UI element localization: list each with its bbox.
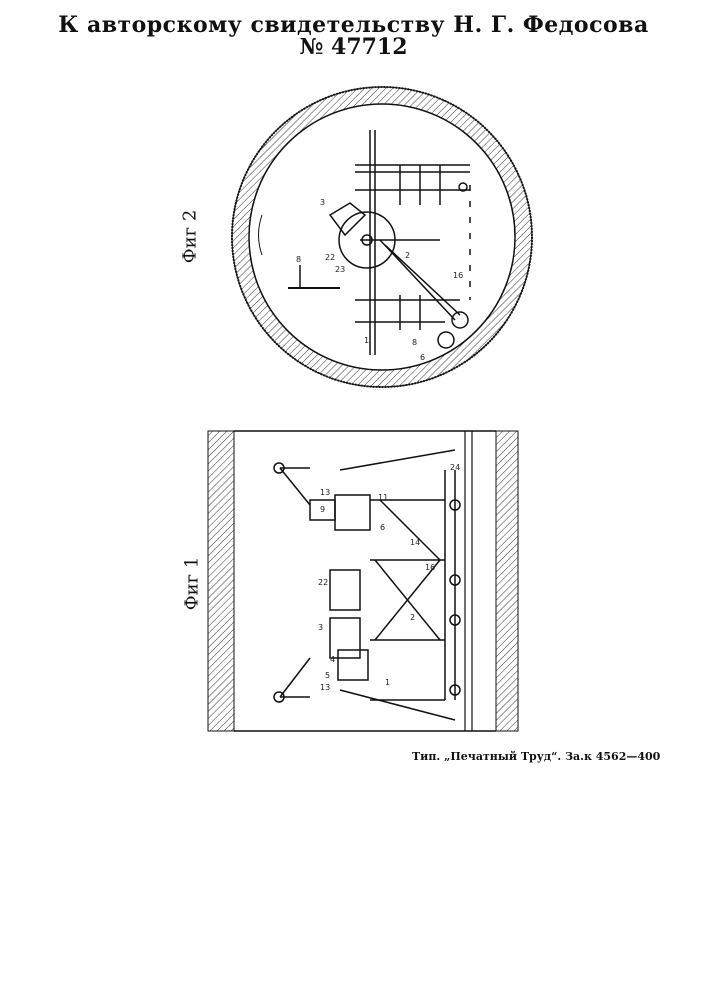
motor-block-1 <box>335 495 370 530</box>
cylinder-22 <box>330 570 360 610</box>
fig2-number: 6 <box>420 353 425 362</box>
figure-2-cross-section: 3 22 23 8 2 16 1 8 6 <box>232 87 532 387</box>
tunnel-inner-wall <box>249 104 515 370</box>
fig2-number: 16 <box>453 271 463 280</box>
fig2-number: 22 <box>325 253 335 262</box>
fig2-number: 1 <box>364 336 369 345</box>
fig1-number: 13 <box>320 488 330 497</box>
fig1-number: 6 <box>380 523 385 532</box>
fig1-number: 5 <box>325 671 330 680</box>
figure-2-label: Фиг 2 <box>179 210 200 264</box>
fig2-number: 2 <box>405 251 410 260</box>
fig1-number: 13 <box>320 683 330 692</box>
fig1-number: 1 <box>385 678 390 687</box>
figure-1-label: Фиг 1 <box>181 557 202 611</box>
fig1-number: 2 <box>410 613 415 622</box>
tunnel-wall-left <box>208 431 234 731</box>
motor-block-4 <box>338 650 368 680</box>
cylinder-3 <box>330 618 360 658</box>
tunnel-wall-right <box>496 431 518 731</box>
fig1-number: 24 <box>450 463 460 472</box>
fig1-number: 3 <box>318 623 323 632</box>
fig1-number: 22 <box>318 578 328 587</box>
figure-1-longitudinal-section: 13 9 11 24 6 14 16 22 3 4 5 2 13 1 <box>208 431 518 731</box>
fig1-number: 16 <box>425 563 435 572</box>
fig1-number: 9 <box>320 505 325 514</box>
fig2-number: 8 <box>296 255 301 264</box>
bracket-arms <box>280 468 310 697</box>
fig1-number: 4 <box>330 655 335 664</box>
fig2-number: 23 <box>335 265 345 274</box>
fig1-number: 14 <box>410 538 420 547</box>
fig2-number: 8 <box>412 338 417 347</box>
printer-imprint: Тип. „Печатный Труд“. За.к 4562—400 <box>412 750 660 763</box>
fig1-number: 11 <box>378 493 388 502</box>
fig2-number: 3 <box>320 198 325 207</box>
